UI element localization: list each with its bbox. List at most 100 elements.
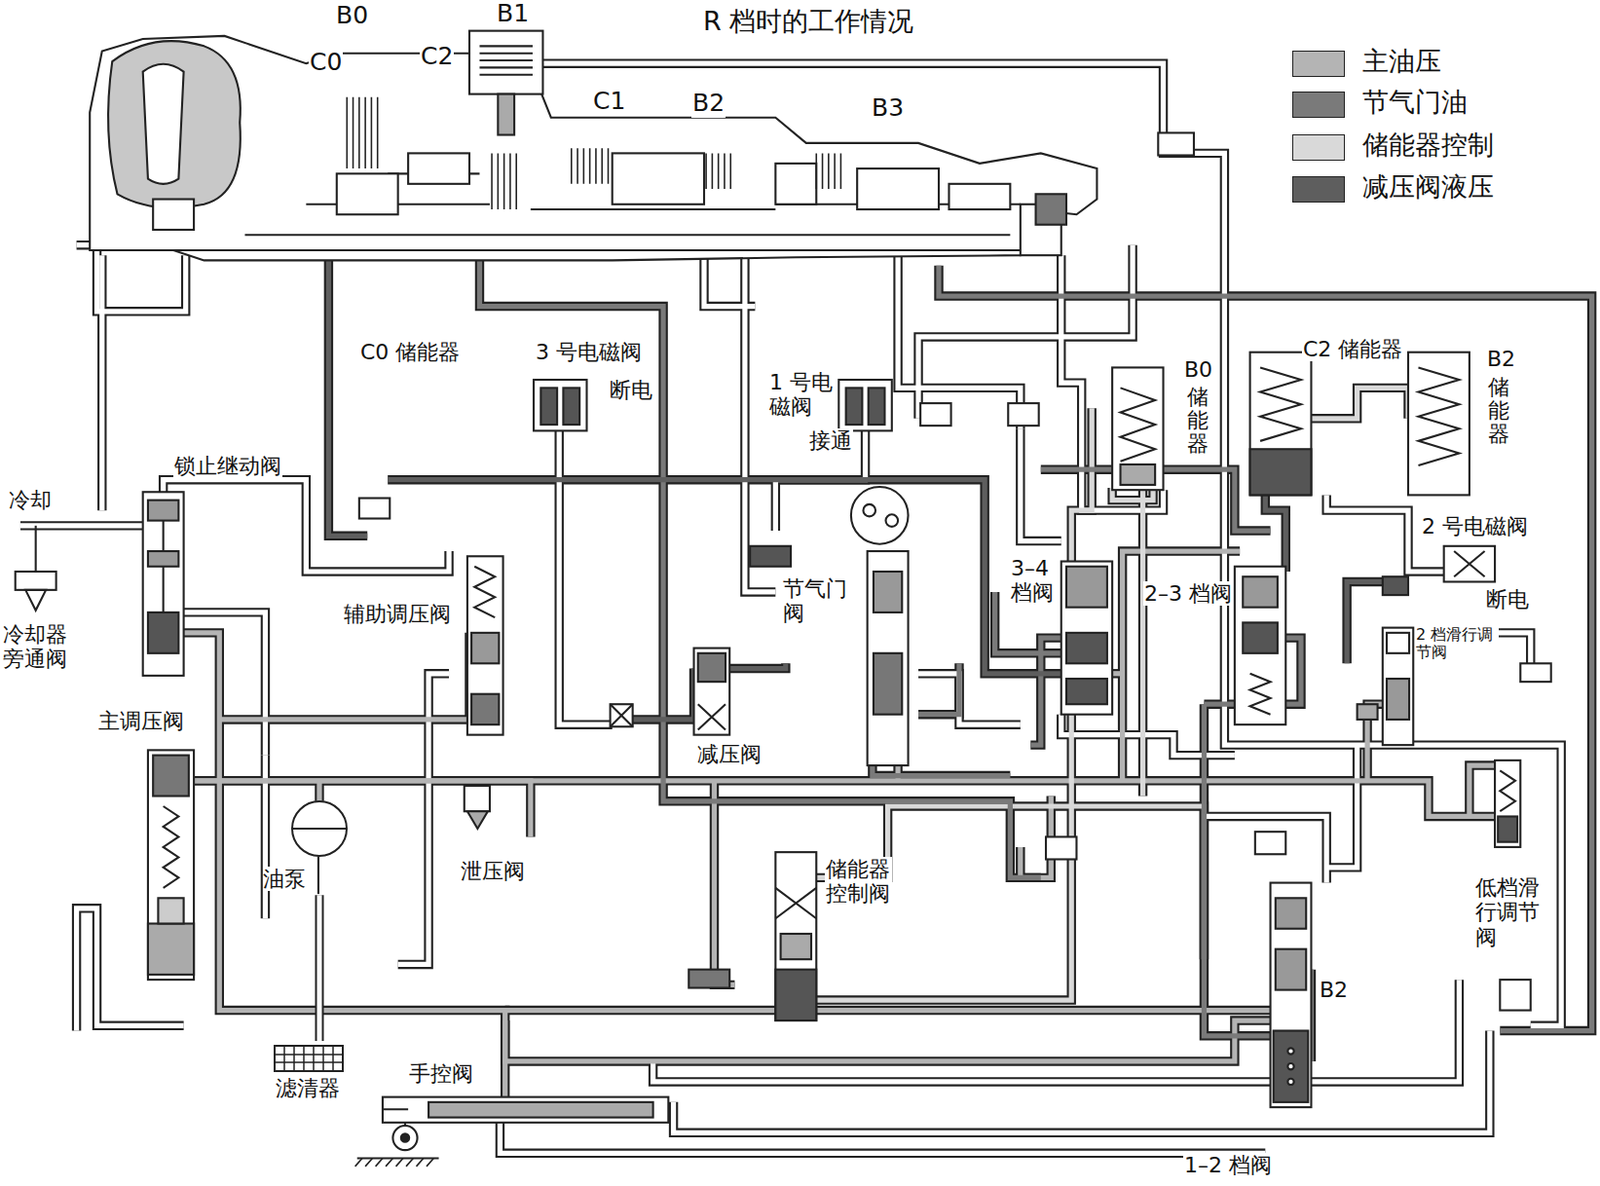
transmission-housing bbox=[89, 36, 1097, 261]
filter-mesh bbox=[274, 1054, 343, 1063]
part-label: 接通 bbox=[808, 428, 854, 453]
check-valves bbox=[688, 969, 730, 989]
b1-servo bbox=[479, 45, 532, 75]
valve-bodies bbox=[1242, 576, 1278, 607]
part-label: B2 bbox=[1318, 977, 1349, 1003]
transmission-housing bbox=[152, 199, 194, 230]
transmission-housing bbox=[856, 168, 939, 210]
valve-bodies bbox=[1497, 816, 1518, 842]
valve-bodies bbox=[148, 500, 179, 521]
transmission-housing bbox=[948, 184, 1010, 210]
valve-bodies bbox=[35, 525, 38, 572]
pipes-outline bbox=[328, 255, 1388, 720]
valve-bodies bbox=[1386, 678, 1410, 720]
part-label: 1 号电磁阀 bbox=[768, 370, 836, 420]
transmission-housing bbox=[336, 173, 399, 215]
part-label: C1 bbox=[592, 87, 627, 116]
valve-bodies bbox=[1120, 387, 1156, 461]
check-valves bbox=[1255, 831, 1286, 855]
valve-bodies bbox=[781, 933, 812, 960]
part-label: 3 号电磁阀 bbox=[534, 339, 643, 365]
legend-swatch bbox=[1292, 50, 1345, 77]
valve-bodies bbox=[694, 648, 731, 736]
part-label: B1 bbox=[495, 0, 530, 29]
transmission-housing bbox=[1036, 193, 1067, 224]
b1-servo bbox=[469, 31, 543, 95]
part-label: C0 bbox=[308, 48, 343, 77]
transmission-housing bbox=[108, 40, 241, 208]
valve-bodies bbox=[157, 897, 184, 924]
oil-filter: 滤清器 bbox=[267, 1041, 348, 1105]
pump-symbol bbox=[290, 799, 349, 858]
check-valves bbox=[920, 403, 951, 426]
part-label: 断电 bbox=[1485, 587, 1530, 612]
valve-bodies bbox=[1408, 352, 1470, 496]
valve-bodies bbox=[1250, 448, 1312, 495]
node-label: 滤清器 bbox=[275, 1076, 340, 1101]
valve-bodies bbox=[775, 852, 817, 1021]
valve-bodies bbox=[1444, 546, 1495, 583]
part-label: 储能器控制阀 bbox=[824, 856, 893, 907]
part-label: 辅助调压阀 bbox=[342, 601, 452, 627]
node-label: 油泵 bbox=[262, 866, 306, 892]
part-label: B0 bbox=[334, 1, 370, 31]
valve-bodies bbox=[474, 566, 495, 618]
valve-bodies bbox=[1270, 883, 1312, 1109]
transmission-housing bbox=[612, 152, 705, 204]
valve-bodies bbox=[562, 387, 580, 425]
check-valves bbox=[1520, 663, 1551, 682]
check-valves bbox=[1157, 132, 1194, 155]
valve-bodies bbox=[1250, 673, 1271, 715]
part-label: 2 档滑行调节阀 bbox=[1414, 626, 1499, 663]
valve-bodies bbox=[1453, 551, 1485, 577]
valve-bodies bbox=[143, 491, 185, 676]
part-label: 减压阀 bbox=[696, 742, 763, 767]
valve-bodies bbox=[15, 571, 57, 591]
filter-mesh bbox=[302, 1045, 305, 1072]
oil-line bbox=[319, 894, 321, 1042]
valve-bodies bbox=[382, 1097, 669, 1123]
check-valves bbox=[359, 498, 390, 520]
check-valves bbox=[1357, 704, 1378, 720]
check-valves bbox=[318, 132, 1552, 1010]
valve-bodies bbox=[148, 749, 194, 980]
valve-bodies bbox=[1260, 367, 1302, 441]
valve-bodies bbox=[846, 387, 863, 425]
vertical-label: 储能器 bbox=[1488, 375, 1510, 447]
part-label: 3–4 档阀 bbox=[1009, 556, 1059, 606]
legend-text: 减压阀液压 bbox=[1361, 171, 1495, 202]
valve-bodies bbox=[464, 785, 490, 812]
valve-bodies bbox=[1066, 632, 1108, 664]
filter-mesh bbox=[332, 1045, 335, 1072]
diagram-title: R 档时的工作情况 bbox=[702, 5, 915, 37]
valve-bodies bbox=[1273, 1031, 1309, 1103]
valve-bodies bbox=[1287, 1063, 1294, 1070]
part-label: 节气门阀 bbox=[781, 576, 850, 627]
valve-bodies bbox=[1499, 770, 1516, 812]
valve-bodies bbox=[428, 1102, 654, 1118]
valve-bodies bbox=[1234, 566, 1286, 725]
part-label: C2 储能器 bbox=[1302, 336, 1404, 362]
part-label: C0 储能器 bbox=[359, 339, 461, 365]
valve-bodies bbox=[1275, 897, 1306, 929]
part-label: B2 bbox=[691, 89, 726, 118]
valve-bodies bbox=[401, 1133, 410, 1142]
part-label: 1–2 档阀 bbox=[1183, 1153, 1273, 1178]
valve-bodies bbox=[471, 632, 499, 664]
pipes-fill bbox=[479, 179, 1592, 1062]
transmission-housing bbox=[89, 36, 1097, 261]
part-label: 主调压阀 bbox=[97, 708, 186, 734]
filter-mesh bbox=[312, 1045, 315, 1072]
transmission-housing bbox=[775, 163, 817, 205]
valve-bodies bbox=[1417, 367, 1459, 466]
pipes-fill bbox=[328, 255, 1388, 720]
valve-bodies bbox=[355, 1157, 435, 1166]
transmission-housing bbox=[408, 152, 470, 184]
part-label: C2 bbox=[419, 42, 454, 72]
valve-bodies bbox=[1066, 566, 1108, 608]
valve-bodies bbox=[775, 969, 817, 1021]
part-label: 冷却 bbox=[7, 487, 53, 513]
valve-bodies bbox=[1287, 1047, 1294, 1054]
legend-swatch bbox=[1292, 176, 1345, 203]
